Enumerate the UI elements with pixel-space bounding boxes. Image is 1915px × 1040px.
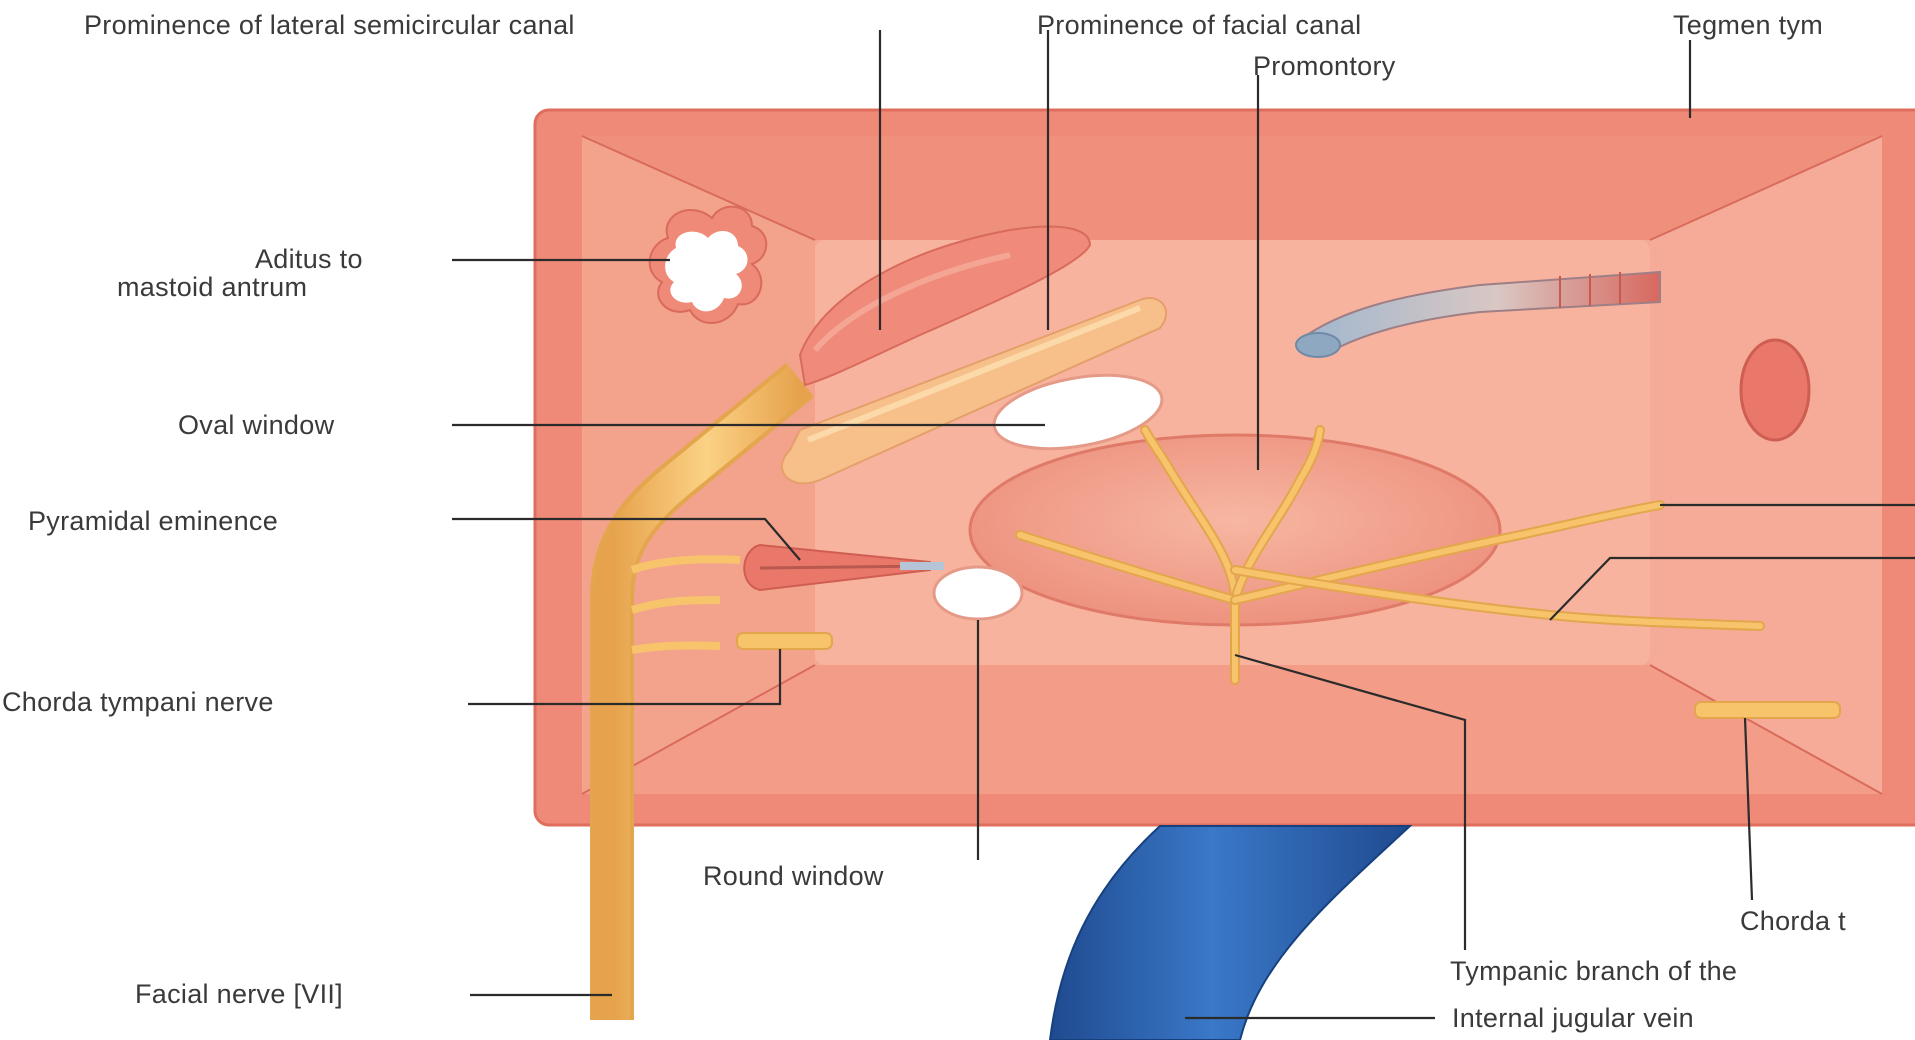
label-round-window: Round window: [703, 861, 884, 891]
internal-jugular-vein: [1050, 826, 1410, 1040]
label-facial-nerve: Facial nerve [VII]: [135, 979, 343, 1009]
round-window: [934, 567, 1022, 619]
label-promontory: Promontory: [1253, 51, 1396, 81]
label-chorda-tympani-right: Chorda t: [1740, 906, 1846, 936]
label-oval-window: Oval window: [178, 410, 335, 440]
label-tympanic-branch: Tympanic branch of the: [1450, 956, 1737, 986]
label-chorda-tympani-nerve: Chorda tympani nerve: [2, 687, 274, 717]
label-pyramidal-eminence: Pyramidal eminence: [28, 506, 278, 536]
right-wall-opening: [1741, 340, 1809, 440]
label-prominence-lateral-canal: Prominence of lateral semicircular canal: [84, 10, 575, 40]
label-prominence-facial-canal: Prominence of facial canal: [1037, 10, 1361, 40]
label-aditus-line-1: Aditus to: [255, 244, 363, 274]
label-tegmen: Tegmen tym: [1673, 10, 1823, 40]
label-aditus-line-2: mastoid antrum: [117, 272, 307, 302]
label-internal-jugular-vein: Internal jugular vein: [1452, 1003, 1694, 1033]
chorda-tympani-right: [1695, 702, 1840, 718]
chorda-tympani-left: [737, 633, 832, 649]
